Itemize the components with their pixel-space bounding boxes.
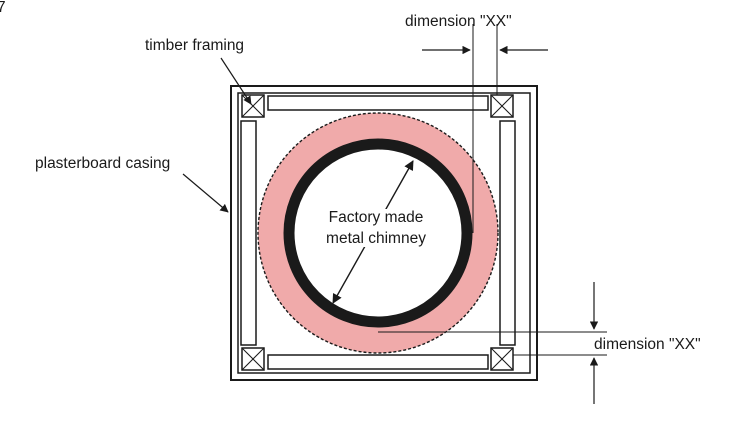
dimension-top-label: dimension "XX": [405, 13, 512, 30]
chimney-label-line2: metal chimney: [326, 230, 426, 247]
figure-mark: 7: [0, 0, 6, 16]
timber-post-bottom-right: [490, 347, 514, 371]
plasterboard-casing-inner: [237, 92, 531, 374]
plasterboard-casing-leader: [182, 173, 229, 213]
chimney-label-bg: [318, 209, 436, 247]
timber-post-top-left: [241, 94, 265, 118]
dimension-right-label: dimension "XX": [594, 336, 701, 353]
lining-right: [499, 120, 516, 346]
plasterboard-casing-label: plasterboard casing: [35, 155, 170, 172]
chimney-label-line1: Factory made: [329, 209, 424, 226]
timber-framing-leader: [220, 57, 252, 105]
lining-bottom: [267, 354, 489, 370]
plasterboard-casing-outer: [230, 85, 538, 381]
timber-post-bottom-left: [241, 347, 265, 371]
lining-left: [240, 120, 257, 346]
timber-post-top-right: [490, 94, 514, 118]
timber-framing-label: timber framing: [145, 37, 244, 54]
lining-top: [267, 95, 489, 111]
